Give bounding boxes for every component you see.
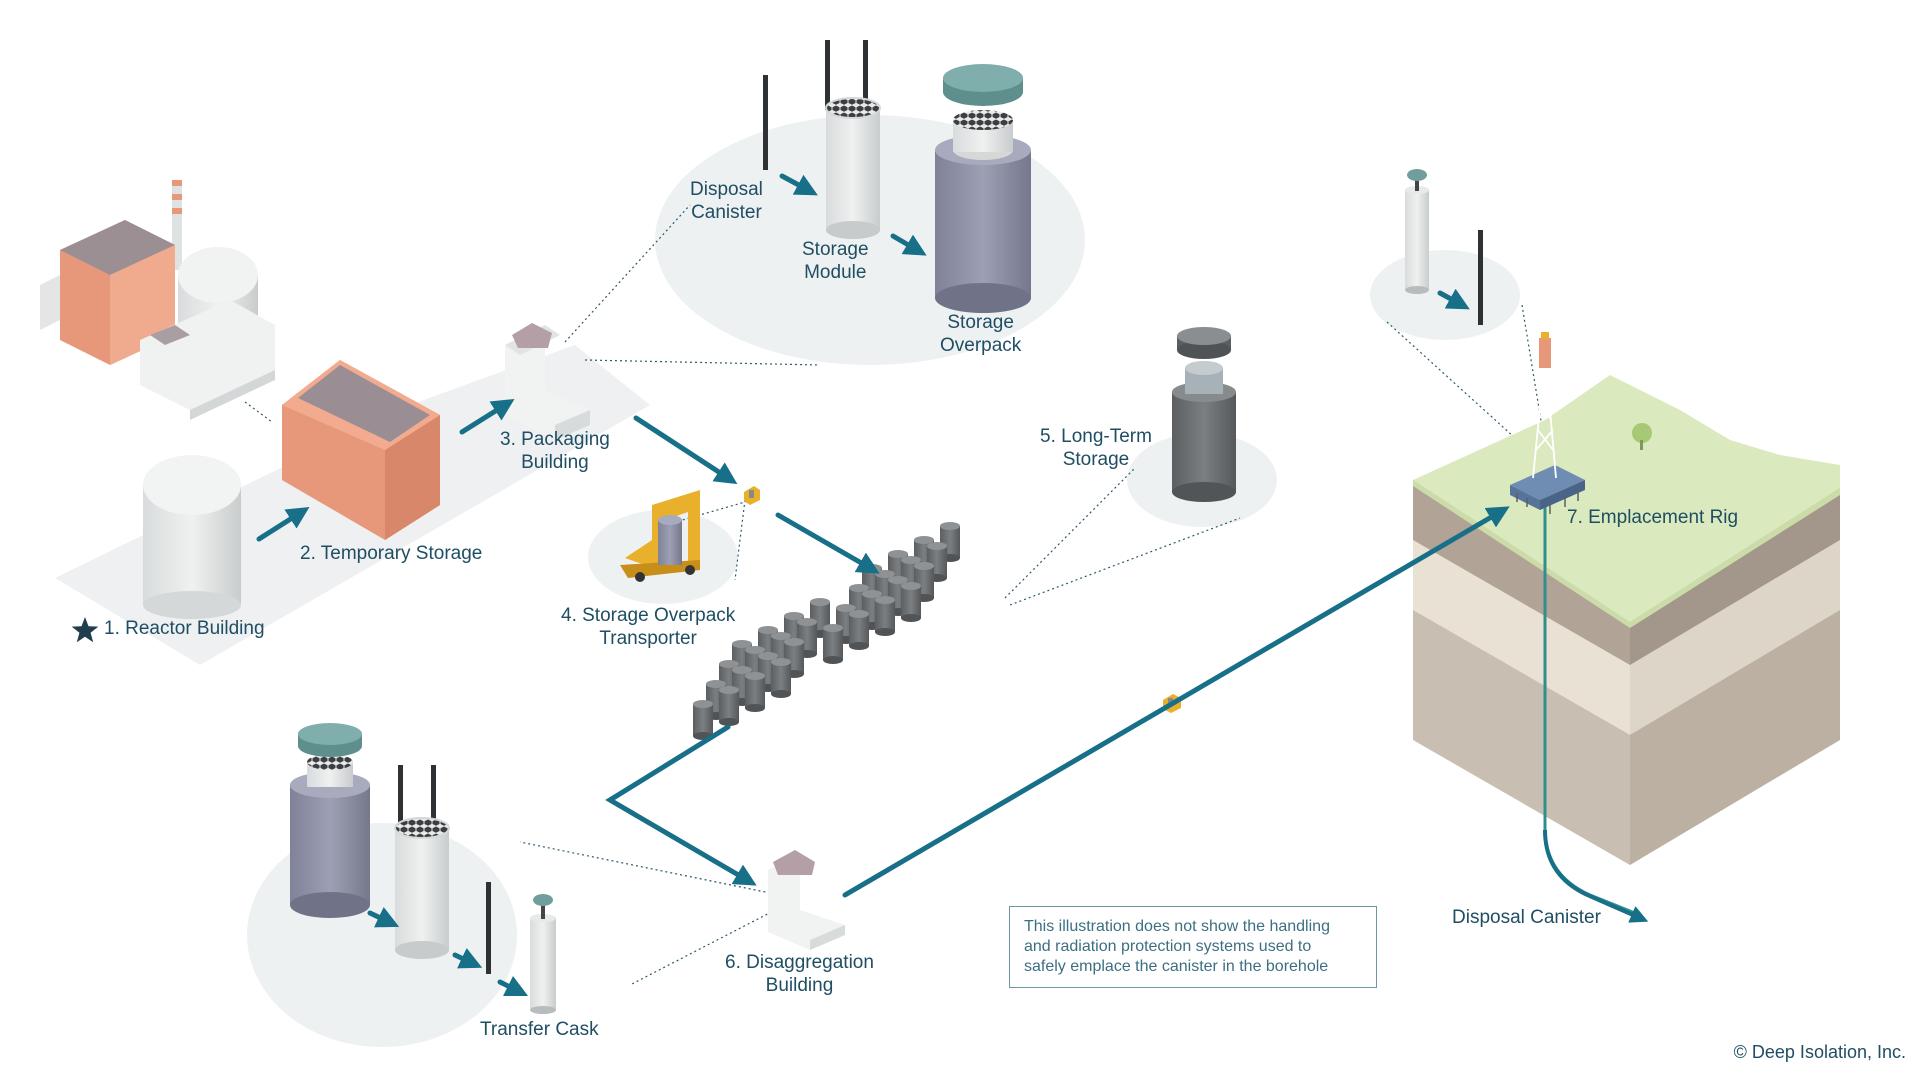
cask-field <box>693 522 960 740</box>
reactor-building <box>143 455 241 619</box>
transfer-disposal-rod <box>486 882 491 974</box>
arrow-canister-to-module <box>779 173 818 196</box>
label-storage-overpack-line2: Overpack <box>940 335 1022 356</box>
note-line3: safely emplace the canister in the boreh… <box>1024 958 1329 975</box>
label-storage-module: Storage Module <box>802 238 869 284</box>
storage-module <box>825 40 881 239</box>
ground-surface <box>1413 375 1840 622</box>
stored-cask <box>823 624 843 664</box>
callout-bubble-disaggregation <box>247 823 517 1047</box>
label-disaggregation-line1: 6. Disaggregation <box>725 952 874 973</box>
label-storage-overpack-line1: Storage <box>947 312 1014 333</box>
arrow-transporter-to-field <box>775 512 880 574</box>
copyright: © Deep Isolation, Inc. <box>1733 1042 1906 1062</box>
long-term-storage-cask <box>1172 327 1236 502</box>
emplacement-transfer-cask <box>1405 169 1429 294</box>
star-icon <box>71 617 99 643</box>
label-storage-overpack: Storage Overpack <box>940 311 1021 357</box>
disclaimer-note: This illustration does not show the hand… <box>1009 906 1377 988</box>
label-disposal-canister-bottom: Disposal Canister <box>1452 907 1601 928</box>
label-storage-module-line1: Storage <box>802 239 869 260</box>
label-storage-module-line2: Module <box>804 262 867 283</box>
arrow-disaggregation-to-rig <box>842 506 1510 898</box>
label-packaging-line1: 3. Packaging <box>500 429 610 450</box>
label-packaging-building: 3. Packaging Building <box>500 428 610 474</box>
note-line2: and radiation protection systems used to <box>1024 938 1312 955</box>
stored-cask <box>693 700 713 740</box>
arrow-rod-to-cask <box>497 975 529 997</box>
arrow-module-to-overpack <box>890 233 927 256</box>
arrow-module-to-rod <box>452 948 483 969</box>
transfer-storage-module <box>394 765 450 959</box>
transfer-storage-overpack <box>290 723 370 918</box>
label-transporter-line1: 4. Storage Overpack <box>561 605 736 626</box>
disaggregation-building <box>768 850 845 950</box>
label-disposal-canister-line2: Canister <box>691 202 762 223</box>
stored-cask <box>745 672 765 712</box>
label-reactor-building: 1. Reactor Building <box>104 618 265 639</box>
label-long-term-line1: 5. Long-Term <box>1040 426 1152 447</box>
label-disposal-canister-top: Disposal Canister <box>690 178 763 224</box>
label-temporary-storage: 2. Temporary Storage <box>300 543 483 564</box>
arrow-overpack-to-module <box>367 907 400 928</box>
label-transporter-line2: Transporter <box>599 628 697 649</box>
storage-overpack-transporter <box>620 490 700 582</box>
transfer-cask <box>530 894 556 1014</box>
arrow-cask-to-rod-emplacement <box>1437 288 1470 310</box>
note-line1: This illustration does not show the hand… <box>1024 918 1330 935</box>
stored-cask <box>719 686 739 726</box>
stored-cask <box>849 610 869 650</box>
packaging-building <box>505 323 590 440</box>
arrow-borehole-canister <box>1543 829 1649 923</box>
label-long-term-storage: 5. Long-Term Storage <box>1040 425 1152 471</box>
disposal-canister-rod <box>763 75 768 170</box>
label-disaggregation-building: 6. Disaggregation Building <box>725 951 874 997</box>
label-transfer-cask: Transfer Cask <box>480 1019 599 1040</box>
reactor-complex <box>40 180 275 420</box>
emplacement-rig <box>1510 332 1585 514</box>
stored-cask <box>875 596 895 636</box>
storage-overpack <box>935 64 1031 313</box>
arrow-field-to-disaggregation <box>605 724 757 886</box>
emplacement-disposal-rod <box>1478 230 1483 325</box>
label-disaggregation-line2: Building <box>765 975 834 996</box>
label-packaging-line2: Building <box>521 452 589 473</box>
stored-cask <box>771 658 791 698</box>
label-long-term-line2: Storage <box>1062 449 1130 470</box>
label-disposal-canister-line1: Disposal <box>690 179 763 200</box>
arrow-reactor-to-storage <box>256 506 310 542</box>
flow-arrows <box>256 173 1510 997</box>
label-transporter: 4. Storage Overpack Transporter <box>561 604 735 650</box>
arrow-packaging-to-transporter <box>633 415 738 485</box>
stored-cask <box>901 582 921 622</box>
transporter-icon-upper <box>744 486 760 505</box>
arrow-storage-to-packaging <box>459 399 515 435</box>
geology-block <box>1413 375 1840 917</box>
label-emplacement-rig: 7. Emplacement Rig <box>1567 507 1739 528</box>
temporary-storage-building <box>282 360 440 540</box>
